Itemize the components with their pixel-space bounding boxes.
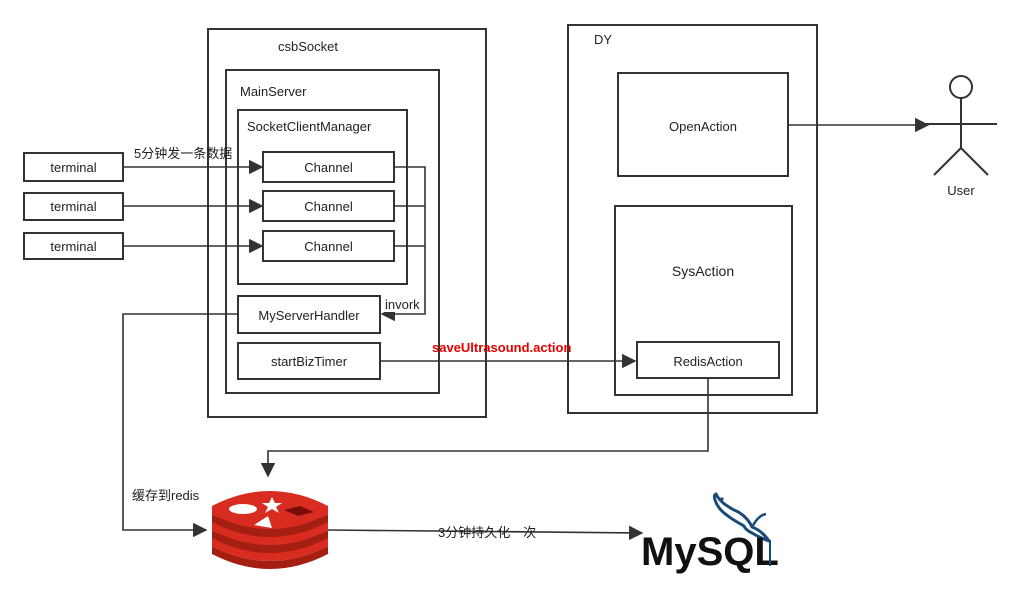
mysql-logo: MySQL: [641, 492, 779, 574]
main-server-label: MainServer: [240, 84, 307, 99]
start-biz-timer-label: startBizTimer: [271, 354, 348, 369]
socket-client-manager-label: SocketClientManager: [247, 119, 372, 134]
handler-to-redis-arrow: [122, 313, 238, 538]
csb-socket-label: csbSocket: [278, 39, 338, 54]
user-label: User: [947, 183, 975, 198]
redis-action-box: RedisAction: [636, 341, 780, 379]
persist-connector: 3分钟持久化一次: [327, 525, 644, 541]
terminal-box-3: terminal: [23, 232, 124, 260]
my-server-handler-label: MyServerHandler: [258, 308, 360, 323]
redis-logo-icon: [212, 491, 328, 569]
channel-box-3: Channel: [262, 230, 395, 262]
channel-box-1: Channel: [262, 151, 395, 183]
terminal-channel-connectors: 5分钟发一条数据: [123, 146, 264, 254]
terminal-box-1: terminal: [23, 152, 124, 182]
redis-to-mysql-arrow: [327, 525, 644, 541]
stick-figure-user-icon: User: [925, 75, 997, 198]
channel-label: Channel: [304, 199, 353, 214]
my-server-handler-box: MyServerHandler: [237, 295, 381, 334]
redis-action-label: RedisAction: [673, 354, 742, 369]
sys-action-label: SysAction: [672, 263, 734, 279]
open-action-box: OpenAction: [617, 72, 789, 177]
terminal-box-2: terminal: [23, 192, 124, 221]
mysql-logo-text: MySQL: [641, 530, 779, 574]
channel-label: Channel: [304, 239, 353, 254]
dolphin-icon: [712, 492, 771, 543]
start-biz-timer-box: startBizTimer: [237, 342, 381, 380]
invoke-label: invork: [385, 297, 420, 312]
channel-box-2: Channel: [262, 190, 395, 222]
cache-redis-label: 缓存到redis: [132, 488, 200, 503]
invoke-arrow: [380, 166, 426, 322]
terminal-label: terminal: [50, 160, 96, 175]
open-action-label: OpenAction: [669, 119, 737, 134]
redis-action-to-redis-arrow: [260, 378, 709, 478]
channel-label: Channel: [304, 160, 353, 175]
terminal-label: terminal: [50, 239, 96, 254]
invoke-connector: invork: [380, 166, 426, 322]
persist-label: 3分钟持久化一次: [438, 525, 536, 540]
dy-label: DY: [594, 32, 612, 47]
save-action-label: saveUltrasound.action: [432, 340, 571, 355]
cache-redis-connector: 缓存到redis: [122, 313, 238, 538]
save-action-connector: saveUltrasound.action: [380, 340, 637, 369]
send-data-label: 5分钟发一条数据: [134, 146, 232, 161]
terminal-label: terminal: [50, 199, 96, 214]
